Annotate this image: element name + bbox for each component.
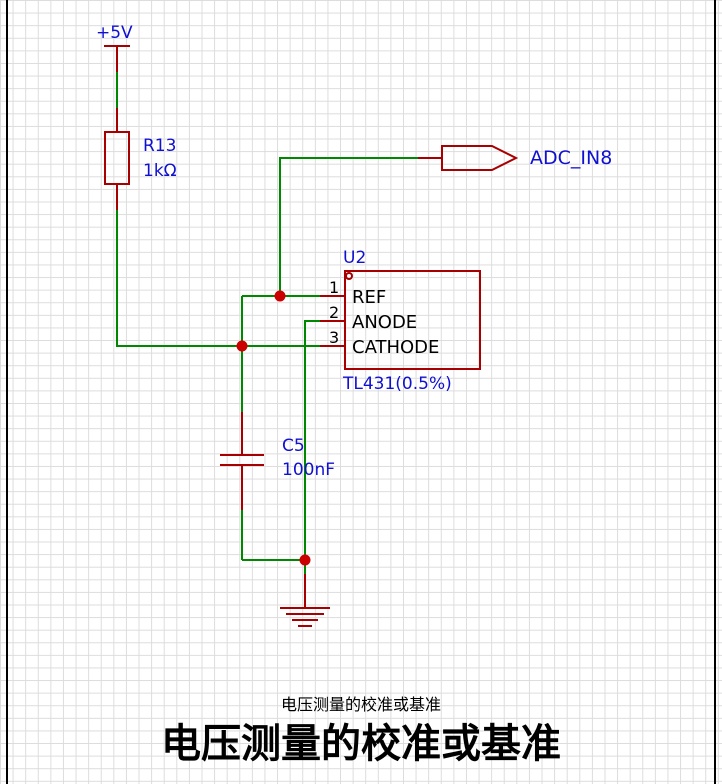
pin-name-anode: ANODE <box>352 312 418 333</box>
net-port-adc-in8 <box>418 145 519 171</box>
pin-number-1: 1 <box>329 278 340 297</box>
net-port-label: ADC_IN8 <box>530 147 613 169</box>
ic-part: TL431(0.5%) <box>343 374 452 394</box>
junctions <box>236 290 311 566</box>
frame-border-left <box>6 0 8 784</box>
power-symbol-5v <box>104 45 130 72</box>
capacitor-value: 100nF <box>282 460 336 480</box>
pin-number-2: 2 <box>329 303 340 322</box>
capacitor-c5 <box>220 412 264 510</box>
junction-ref-adc <box>274 290 286 302</box>
junction-cathode-node <box>236 340 248 352</box>
ground-icon <box>280 574 330 627</box>
junction-ground-node <box>299 554 311 566</box>
caption-title: 电压测量的校准或基准 <box>161 721 561 767</box>
ic-u2-tl431 <box>320 270 481 370</box>
pin-name-cathode: CATHODE <box>352 337 440 358</box>
wire-r13-to-node <box>116 210 320 347</box>
ic-ref: U2 <box>343 248 367 268</box>
wire-anode-ground <box>304 320 320 574</box>
resistor-value: 1kΩ <box>143 161 177 181</box>
resistor-r13 <box>104 108 130 210</box>
frame-border-right <box>714 0 716 784</box>
resistor-ref: R13 <box>143 136 177 156</box>
capacitor-ref: C5 <box>282 436 305 456</box>
pin-name-ref: REF <box>352 287 387 308</box>
wire-adc-net <box>279 157 418 296</box>
caption-small: 电压测量的校准或基准 <box>280 695 441 714</box>
pin-number-3: 3 <box>329 328 340 347</box>
power-label: +5V <box>96 23 133 43</box>
